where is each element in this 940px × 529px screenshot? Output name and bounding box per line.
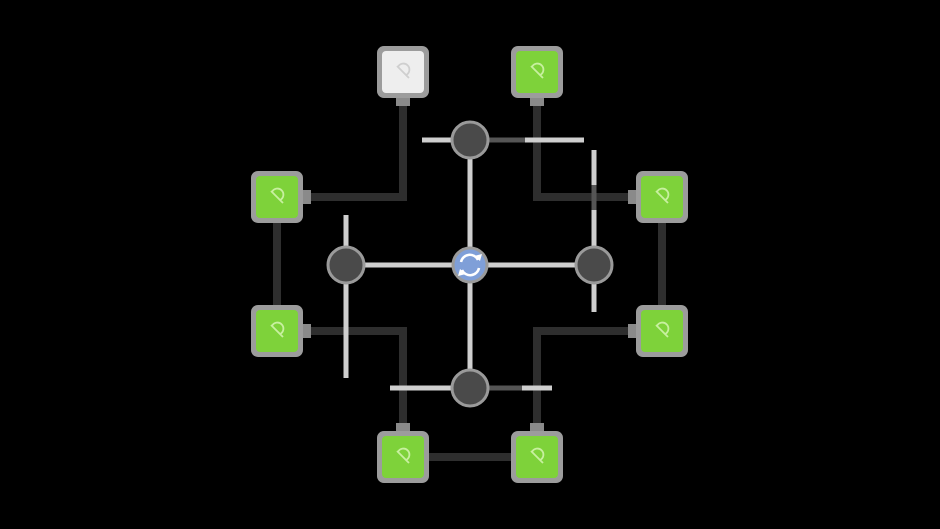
light-connector bbox=[628, 190, 638, 204]
bulb-icon bbox=[530, 447, 545, 464]
hub-circle[interactable] bbox=[451, 246, 489, 284]
bulb-icon bbox=[655, 321, 670, 338]
light-connector bbox=[396, 423, 410, 433]
rotate-arrowheads-icon bbox=[458, 254, 482, 276]
light-connector bbox=[301, 190, 311, 204]
junction-top[interactable] bbox=[450, 120, 490, 160]
light-bottom-right[interactable] bbox=[511, 423, 563, 483]
bulb-icon bbox=[396, 62, 411, 79]
cable bbox=[302, 327, 407, 432]
junction-left[interactable] bbox=[326, 245, 366, 285]
light-connector bbox=[530, 96, 544, 106]
light-connector bbox=[396, 96, 410, 106]
bulb-icon bbox=[270, 187, 285, 204]
bulb-icon bbox=[655, 187, 670, 204]
hub-rotate-button[interactable] bbox=[451, 246, 489, 284]
cable bbox=[533, 97, 637, 201]
light-connector bbox=[301, 324, 311, 338]
junction-bottom[interactable] bbox=[450, 368, 490, 408]
light-left-upper[interactable] bbox=[251, 171, 311, 223]
light-left-lower[interactable] bbox=[251, 305, 311, 357]
junction-right[interactable] bbox=[574, 245, 614, 285]
light-top-right[interactable] bbox=[511, 46, 563, 106]
light-right-upper[interactable] bbox=[628, 171, 688, 223]
light-connector bbox=[530, 423, 544, 433]
light-connector bbox=[628, 324, 638, 338]
bulb-icon bbox=[530, 62, 545, 79]
light-right-lower[interactable] bbox=[628, 305, 688, 357]
cable bbox=[533, 327, 637, 432]
cable bbox=[302, 97, 407, 201]
bulb-icon bbox=[270, 321, 285, 338]
bulb-icon bbox=[396, 447, 411, 464]
light-top-left[interactable] bbox=[377, 46, 429, 106]
light-bottom-left[interactable] bbox=[377, 423, 429, 483]
